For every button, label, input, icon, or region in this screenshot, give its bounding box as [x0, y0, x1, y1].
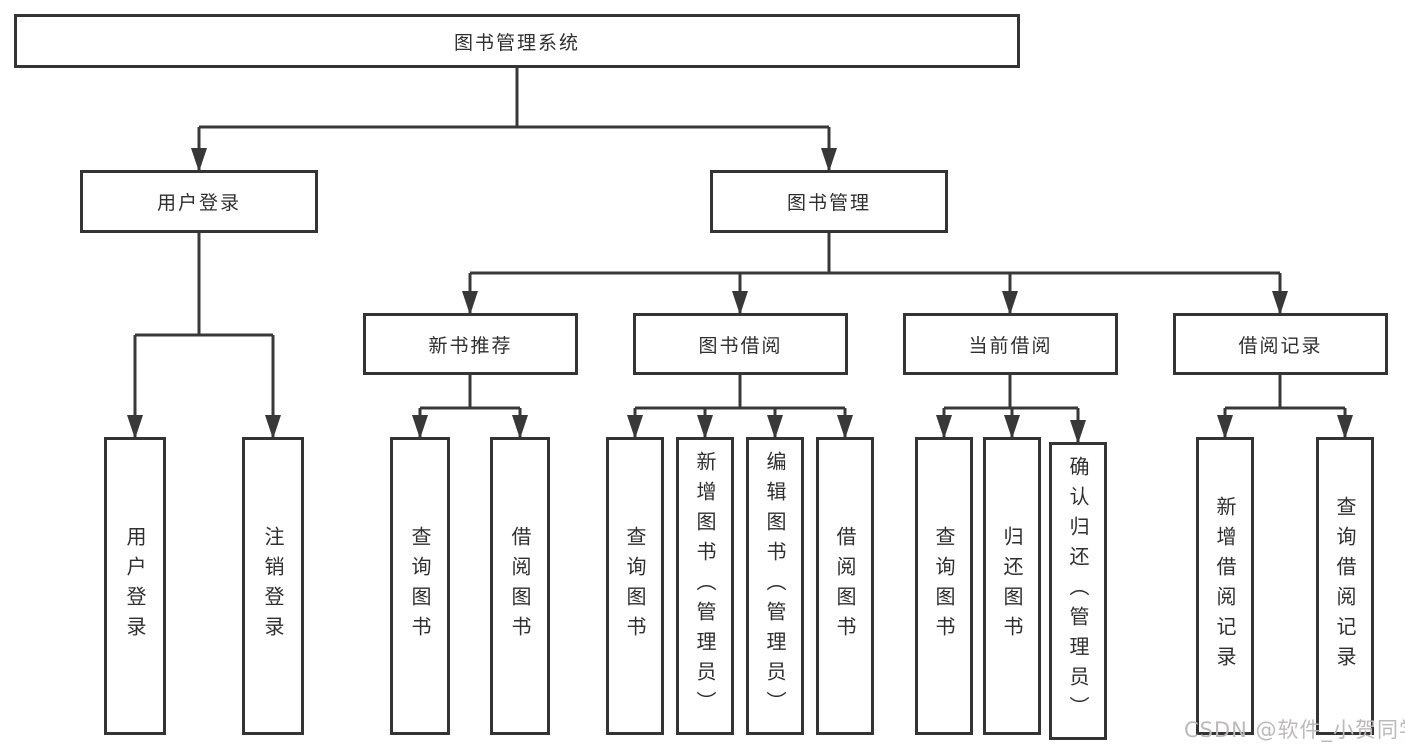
node-leaf-user-login: 用户登录	[104, 437, 166, 735]
node-leaf-edit-books-admin: 编辑图书（管理员）	[746, 437, 804, 735]
node-book-management: 图书管理	[710, 170, 948, 233]
node-root-system: 图书管理系统	[14, 14, 1020, 68]
node-leaf-logout: 注销登录	[242, 437, 304, 735]
arrow-down-icon	[1217, 415, 1233, 439]
arrow-down-icon	[1002, 291, 1018, 315]
arrow-down-icon	[412, 415, 428, 439]
arrow-down-icon	[1070, 420, 1086, 444]
arrow-down-icon	[462, 291, 478, 315]
node-leaf-borrow-books: 借阅图书	[490, 437, 550, 735]
node-leaf-query-books: 查询图书	[606, 437, 664, 735]
arrow-down-icon	[732, 291, 748, 315]
arrow-down-icon	[837, 415, 853, 439]
arrow-down-icon	[1337, 415, 1353, 439]
arrow-down-icon	[265, 415, 281, 439]
csdn-watermark: CSDN @软件_小贺同学	[1184, 718, 1405, 742]
arrow-down-icon	[1272, 291, 1288, 315]
node-leaf-borrow-books: 借阅图书	[816, 437, 874, 735]
node-leaf-add-books-admin: 新增图书（管理员）	[676, 437, 734, 735]
node-leaf-query-books: 查询图书	[390, 437, 450, 735]
node-new-book-recommend: 新书推荐	[363, 313, 578, 375]
arrow-down-icon	[936, 415, 952, 439]
arrow-down-icon	[697, 415, 713, 439]
node-borrow-records: 借阅记录	[1173, 313, 1388, 375]
arrow-down-icon	[821, 148, 837, 172]
arrow-down-icon	[512, 415, 528, 439]
connector-lines	[133, 68, 1347, 443]
node-current-borrow: 当前借阅	[903, 313, 1118, 375]
arrow-down-icon	[1004, 415, 1020, 439]
node-leaf-return-books: 归还图书	[983, 437, 1041, 735]
arrowheads	[127, 148, 1353, 444]
arrow-down-icon	[191, 148, 207, 172]
node-leaf-add-borrow-record: 新增借阅记录	[1196, 437, 1254, 735]
arrow-down-icon	[127, 415, 143, 439]
node-leaf-confirm-return-admin: 确认归还（管理员）	[1049, 442, 1107, 740]
node-user-login: 用户登录	[80, 170, 318, 233]
node-leaf-query-borrow-record: 查询借阅记录	[1316, 437, 1374, 735]
node-leaf-query-books: 查询图书	[915, 437, 973, 735]
arrow-down-icon	[767, 415, 783, 439]
arrow-down-icon	[627, 415, 643, 439]
node-book-borrow: 图书借阅	[633, 313, 848, 375]
